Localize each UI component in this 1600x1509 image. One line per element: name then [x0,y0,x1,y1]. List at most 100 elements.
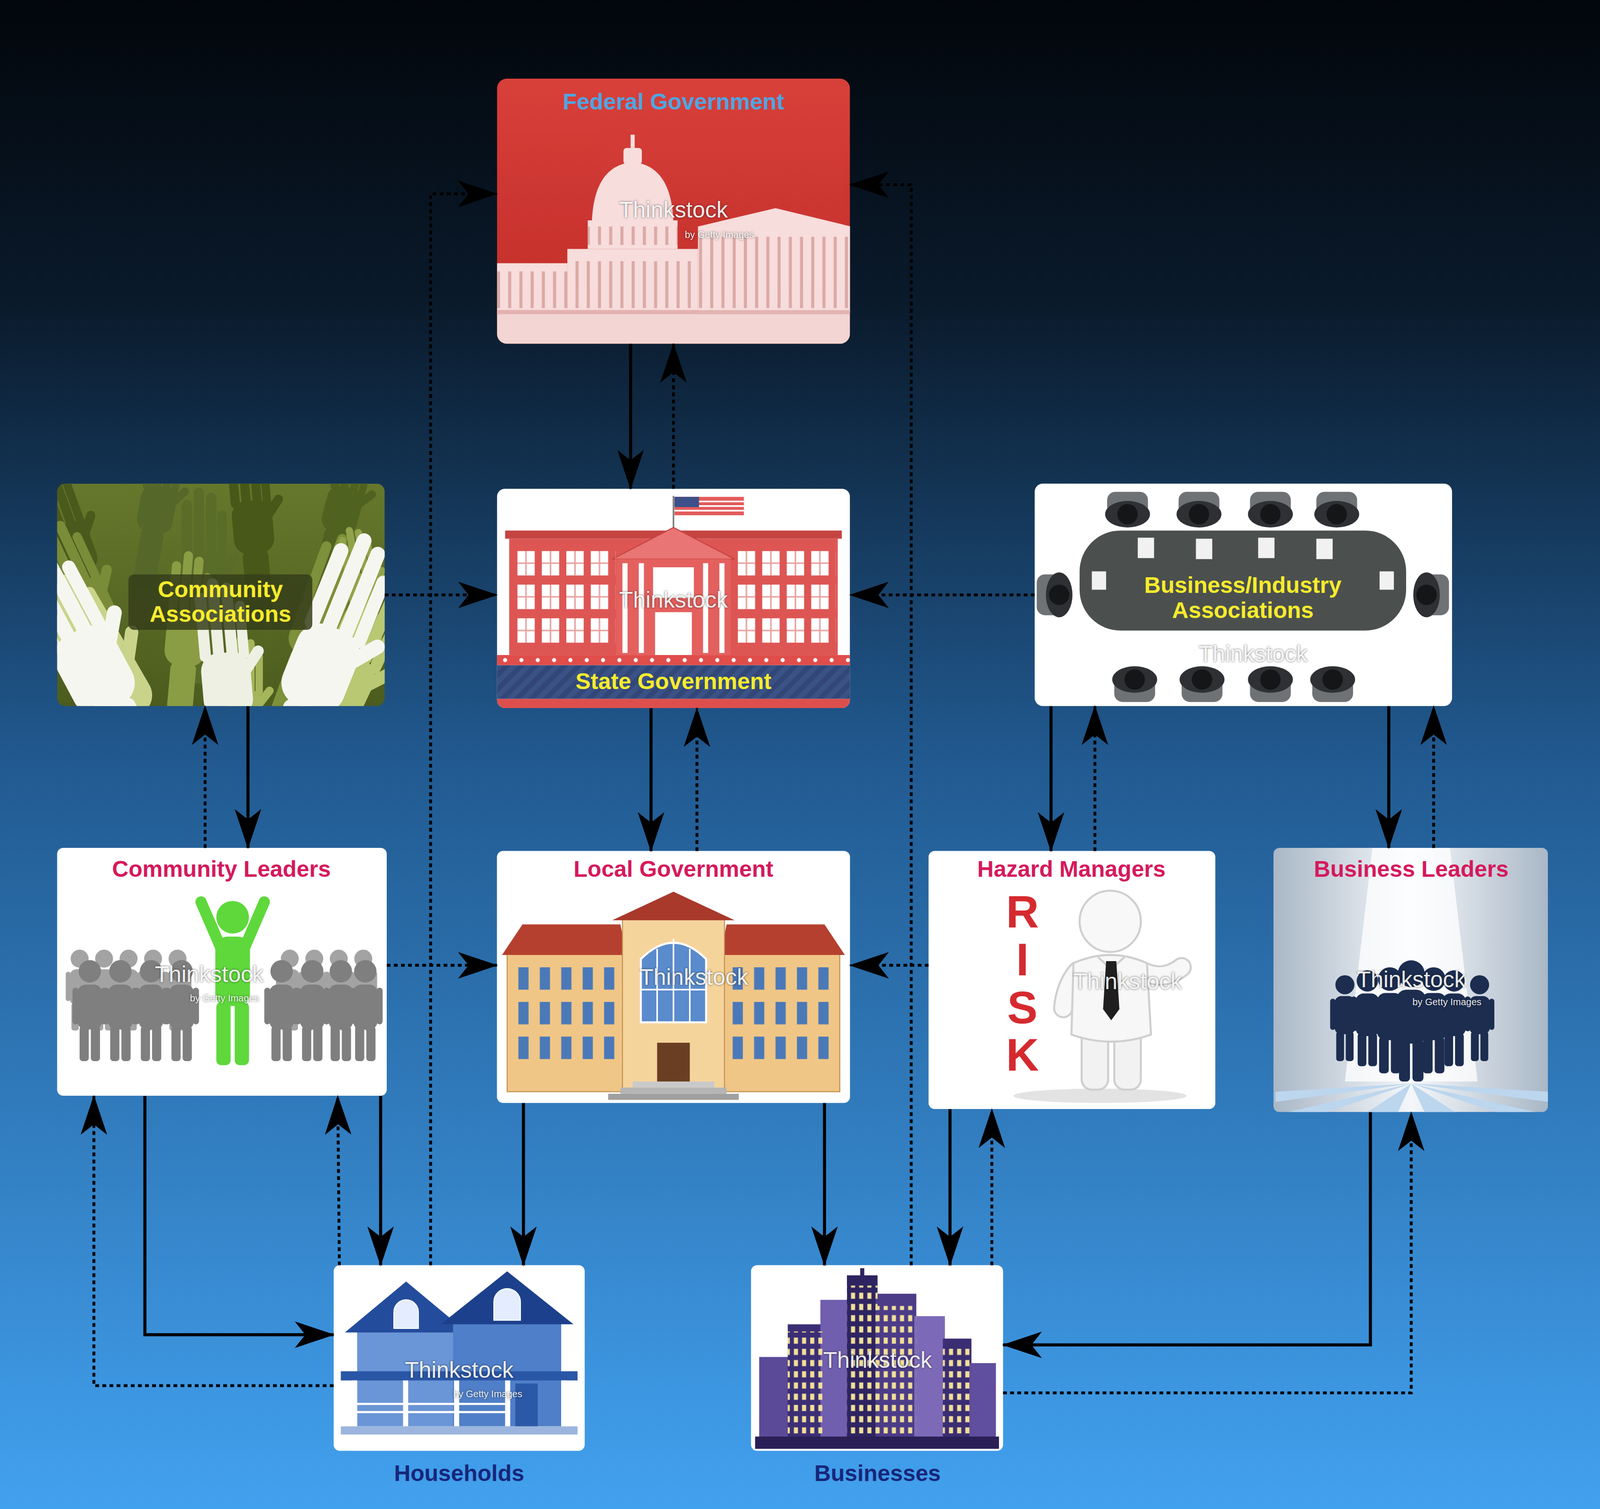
dotted-arrow [93,1095,334,1386]
solid-arrow [1049,706,1053,852]
capitol-picture [567,261,699,309]
capitol-picture [497,309,851,344]
town-hall-picture [632,1081,715,1088]
state-capitol-picture [497,699,851,709]
community-leader-picture [234,1001,249,1065]
watermark: Thinkstock [154,962,264,988]
solid-arrow [145,1095,334,1335]
capitol-picture [630,134,636,149]
meeting-table-picture [1179,666,1225,702]
solid-arrow [1002,1112,1371,1346]
city-skyline-picture [942,1346,972,1434]
capitol-picture [497,78,851,345]
state-capitol-picture [497,488,851,709]
house-picture [345,1281,468,1333]
box-title: Hazard Managers [977,856,1166,882]
city-skyline-picture [787,1331,823,1434]
meeting-table-picture [1091,571,1107,591]
community-leader-picture [200,901,264,947]
dotted-arrow [384,593,498,597]
dotted-arrow [337,1095,340,1265]
watermark: by Getty Images [190,992,260,1004]
dotted-arrow [849,184,911,1266]
dotted-arrow [672,344,675,490]
state-capitol-picture [517,551,616,644]
solid-arrow [649,708,653,851]
community-leader-picture [216,900,249,934]
house-picture [333,1264,585,1451]
capitol-picture [497,271,568,309]
dotted-arrow [849,593,1035,597]
watermark: Thinkstock [823,1347,932,1373]
box-title: Business Leaders [1313,856,1509,882]
community-leader-picture [216,1001,231,1065]
solid-arrow [521,1102,526,1265]
dotted-arrow [386,963,498,967]
business-team-picture [1273,847,1548,1113]
community-leader-picture [264,960,300,1062]
city-skyline-picture [914,1316,946,1443]
capitol-picture [497,263,568,310]
state-capitol-picture [497,488,851,709]
meeting-table-picture [1258,537,1275,559]
label-anchor: Thinkstock [0,0,1600,26]
solid-arrow [822,1102,827,1265]
house-picture [333,1264,585,1451]
risk-manager-picture [928,850,1216,1110]
meeting-table-picture [1034,483,1453,706]
house-picture [561,1380,567,1427]
box-title: Community Associations [128,574,313,631]
watermark: Thinkstock [1072,969,1182,995]
label-anchor: Thinkstock [0,0,1600,26]
town-hall-picture [497,850,851,1103]
dotted-arrow [695,708,699,851]
box-title: Local Government [573,856,773,882]
risk-manager-picture [1079,890,1141,952]
town-hall-picture [608,1093,739,1100]
solid-arrow [1387,706,1391,848]
label-anchor: Thinkstock [0,0,1600,26]
state-capitol-picture [497,654,851,666]
dotted-arrow [1002,1112,1411,1393]
state-capitol-picture [612,527,735,560]
business-team-picture [1273,847,1548,1113]
city-skyline-picture [860,1268,865,1277]
meeting-table-picture [1247,491,1293,528]
dotted-arrow [1093,706,1097,852]
meeting-table-picture [1195,538,1212,560]
meeting-table-picture [1137,537,1155,559]
association-box: Community Associations [57,483,385,707]
solid-arrow [948,1109,952,1265]
label-anchor: Thinkstock [0,0,1600,26]
town-hall-picture [622,916,725,1092]
city-skyline-picture [759,1356,791,1443]
capitol-picture [698,236,851,309]
meeting-table-picture [1314,491,1360,528]
label-anchor: by Getty Images [0,0,1600,11]
association-box: Business/Industry Associations [1034,483,1453,707]
box-title: Community Leaders [111,856,331,882]
connectors [93,184,1434,1393]
community-leader-picture [102,960,138,1062]
watermark: by Getty Images [453,1388,523,1400]
capitol-picture [587,220,678,249]
label-anchor: Thinkstock [0,0,1600,26]
house-picture [352,1380,567,1427]
meeting-table-picture [1316,538,1333,560]
box-title: Federal Government [563,89,785,115]
meeting-table-picture [1034,483,1453,706]
watermark: by Getty Images [1412,996,1482,1008]
community-leader-picture [72,960,108,1062]
business-team-picture [1275,1083,1411,1102]
box-caption: Households [394,1461,525,1487]
capitol-picture [567,248,699,310]
dotted-arrow [430,193,498,1266]
state-capitol-picture [497,665,851,700]
city-skyline-picture [969,1363,996,1443]
meeting-table-picture [1105,491,1151,528]
capitol-picture [497,309,851,315]
